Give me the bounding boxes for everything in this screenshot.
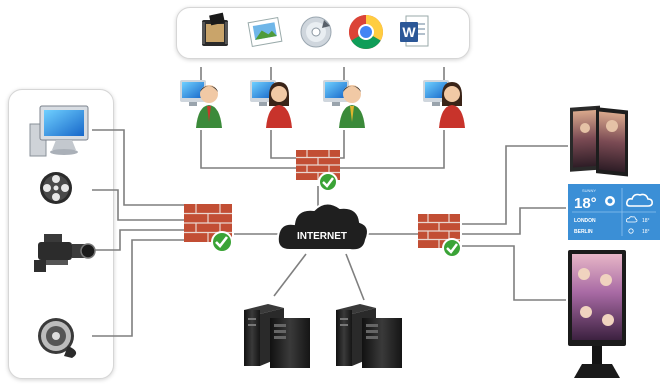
weather-city-1-temp: 18° [642,218,650,224]
connection-lines [92,67,568,337]
digital-poster-icon [570,105,628,177]
user-icon-1 [180,80,222,128]
link-firewall-poster [462,145,568,225]
weather-city-2-temp: 18° [642,229,650,235]
link-internet-server-right [345,253,365,301]
film-icon [202,12,228,46]
film-reel-icon [40,172,72,204]
weather-display: SUNNY 18° LONDON BERLIN 18° 18° [568,184,660,240]
media-disc-icon [300,16,332,48]
word-icon: W [400,15,429,47]
firewall-right-icon [418,214,462,258]
user-icon-2 [250,80,292,128]
cloud-icon [626,193,653,207]
weather-title: SUNNY [582,188,596,193]
user-icon-3 [323,80,365,128]
monitor-icon [29,105,89,157]
small-sun-icon [628,228,634,234]
server-right-icon [336,304,402,368]
video-camera-icon [34,234,96,272]
firewall-left-icon [184,204,233,253]
link-reel-firewall [92,189,192,221]
weather-city-2: BERLIN [574,229,593,235]
chrome-icon [349,15,383,49]
internet-cloud-icon: INTERNET [276,202,369,252]
kiosk-display-icon [568,250,626,378]
small-cloud-icon [626,216,638,223]
weather-temperature: 18° [574,195,597,212]
internet-label: INTERNET [297,231,347,242]
link-camera-firewall [92,229,192,251]
user-icon-4 [423,80,465,128]
link-monitor-firewall [92,129,192,206]
firewall-top-icon [296,150,340,192]
link-internet-server-left [273,253,307,297]
link-canister-firewall [92,239,192,337]
film-canister-icon [38,318,77,358]
photo-icon [247,16,283,48]
server-left-icon [244,304,310,368]
link-firewall-weather [462,207,566,235]
weather-city-1: LONDON [574,218,596,224]
link-firewall-kiosk [462,245,566,301]
svg-text:W: W [402,24,416,40]
